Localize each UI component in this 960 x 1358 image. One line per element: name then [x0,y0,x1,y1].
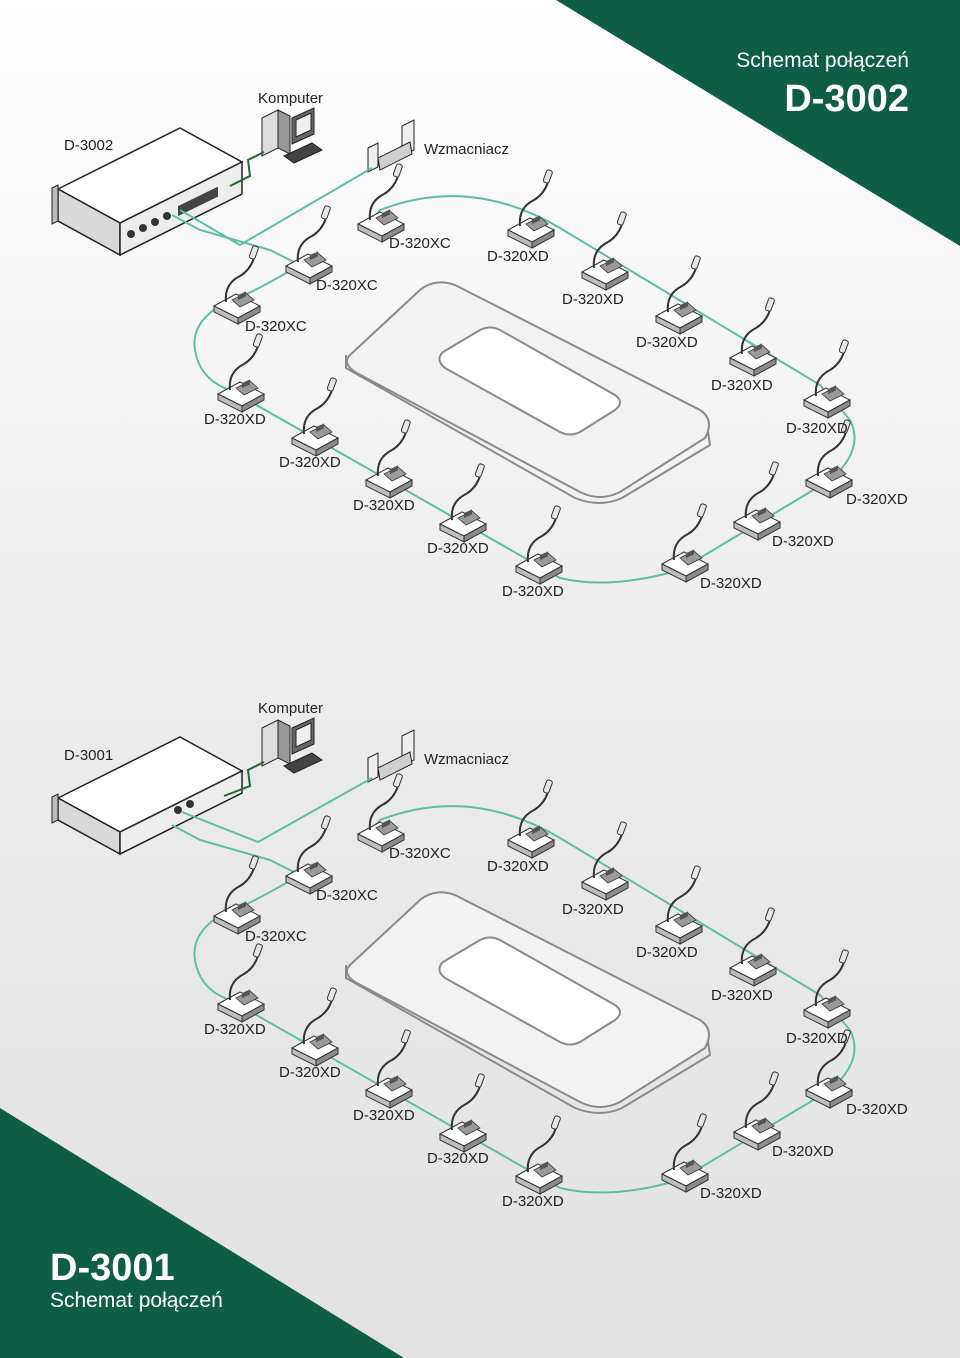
delegate-unit-icon [507,168,555,249]
unit-label: D-320XD [772,1143,834,1160]
unit-label: D-320XC [316,277,378,294]
unit-label: D-320XD [786,420,848,437]
controller-label: D-3002 [64,137,113,154]
conference-table [345,281,712,504]
delegate-unit-icon [515,504,563,585]
unit-label: D-320XD [279,1064,341,1081]
chairman-unit-icon [285,204,333,285]
unit-label: D-320XD [353,497,415,514]
amplifier-icon [367,729,415,783]
delegate-unit-icon [217,332,265,413]
computer-icon [261,717,323,774]
chairman-unit-icon [357,772,405,853]
amplifier-audio-link [181,777,373,844]
delegate-unit-icon [365,1028,413,1109]
amplifier-label: Wzmacniacz [424,751,509,768]
unit-label: D-320XD [204,411,266,428]
delegate-unit-icon [581,820,629,901]
unit-label: D-320XD [636,334,698,351]
top-header-subtitle: Schemat połączeń [736,49,909,72]
unit-label: D-320XD [636,944,698,961]
unit-label: D-320XD [786,1030,848,1047]
controller-label: D-3001 [64,747,113,764]
delegate-unit-icon [365,418,413,499]
unit-label: D-320XD [711,377,773,394]
computer-data-link [229,151,265,187]
unit-label: D-320XD [562,291,624,308]
unit-label: D-320XC [245,318,307,335]
delegate-unit-icon [515,1114,563,1195]
unit-label: D-320XD [279,454,341,471]
unit-label: D-320XD [846,1101,908,1118]
bottom-header-title: D-3001 [50,1247,175,1289]
unit-label: D-320XD [846,491,908,508]
unit-label: D-320XD [427,540,489,557]
unit-label: D-320XD [427,1150,489,1167]
computer-label: Komputer [258,700,323,717]
unit-label: D-320XD [711,987,773,1004]
controller-d3001 [51,736,244,856]
amplifier-label: Wzmacniacz [424,141,509,158]
bottom-left-corner-banner [0,1108,404,1358]
delegate-unit-icon [655,254,703,335]
unit-label: D-320XD [502,583,564,600]
unit-label: D-320XC [389,235,451,252]
amplifier-icon [367,119,415,173]
chairman-unit-icon [285,814,333,895]
controller-d3002 [51,127,244,257]
top-right-corner-banner [556,0,960,246]
unit-label: D-320XD [353,1107,415,1124]
unit-label: D-320XD [487,858,549,875]
chairman-unit-icon [213,854,261,935]
delegate-unit-icon [733,1070,781,1151]
unit-label: D-320XC [316,887,378,904]
delegate-unit-icon [655,864,703,945]
delegate-unit-icon [733,460,781,541]
unit-label: D-320XC [389,845,451,862]
delegate-unit-icon [581,210,629,291]
unit-label: D-320XD [772,533,834,550]
top-header-title: D-3002 [784,78,909,120]
delegate-unit-icon [291,986,339,1067]
delegate-unit-icon [439,462,487,543]
delegate-unit-icon [291,376,339,457]
delegate-unit-icon [217,942,265,1023]
unit-label: D-320XD [502,1193,564,1210]
computer-data-link [223,761,265,797]
delegate-unit-icon [729,296,777,377]
diagram-d3001: D-3001 Komputer Wzmacniacz [51,700,908,1210]
unit-label: D-320XD [204,1021,266,1038]
unit-label: D-320XC [245,928,307,945]
delegate-unit-icon [439,1072,487,1153]
computer-label: Komputer [258,90,323,107]
chairman-unit-icon [357,162,405,243]
amplifier-audio-link [179,167,373,247]
bottom-header-subtitle: Schemat połączeń [50,1289,223,1312]
diagram-d3002: D-3002 Komputer Wzmacniacz [51,90,908,600]
unit-label: D-320XD [700,1185,762,1202]
chairman-unit-icon [213,244,261,325]
delegate-unit-icon [729,906,777,987]
delegate-unit-icon [661,502,709,583]
unit-label: D-320XD [562,901,624,918]
conference-table [345,891,712,1114]
delegate-unit-icon [661,1112,709,1193]
delegate-unit-icon [507,778,555,859]
unit-label: D-320XD [487,248,549,265]
computer-icon [261,107,323,164]
unit-label: D-320XD [700,575,762,592]
